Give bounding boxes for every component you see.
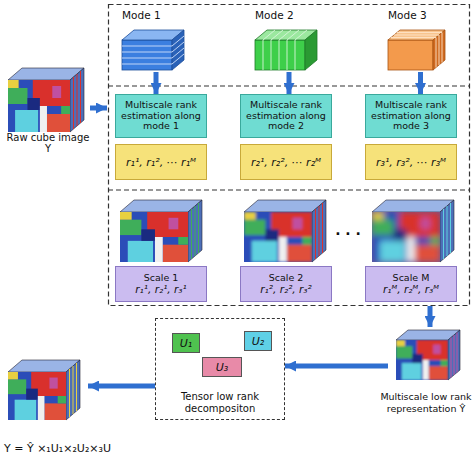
hyperspectral-image [372,212,440,262]
node-label: Scale 1 [144,272,179,284]
node-label: Scale 2 [269,272,304,284]
rank-box: r₂¹, r₂², ⋯ r₂ᴹ [240,144,332,180]
node-label: U₂ [252,335,264,348]
factor-matrix: U₁ [172,333,200,353]
hyperspectral-image [8,80,70,132]
slice-lines [263,30,307,70]
mode-tensor: Mode 2 [251,8,327,72]
ellipsis-label: · · · [330,226,366,242]
flow-arrow [154,72,159,94]
node-label: Multiscale low rank representation Ŷ [378,391,474,414]
image-cube: Y = Ŷ ×₁U₁×₂U₂×₃U [4,352,88,426]
rank-box: r₁¹, r₁², ⋯ r₁ᴹ [115,144,207,180]
spectral-bands [192,203,199,259]
mode-tensor: Mode 3 [384,8,460,72]
spectral-bands [451,333,457,378]
cube-side [66,360,80,420]
process-box: Multiscale rank estimation along mode 1 [115,94,207,138]
slice-lines [122,36,184,64]
spectral-bands [74,71,81,129]
image-cube: Multiscale low rank representation Ŷ [388,318,472,414]
tensor-slab [388,40,433,70]
cube-side [440,200,454,262]
hyperspectral-image [8,372,66,420]
slice-lines [391,33,442,68]
cube-side [188,200,202,262]
node-label: Multiscale rank estimation along mode 3 [368,100,454,133]
node-label: r₁², r₂², r₃² [260,283,312,296]
dashed-divider [108,86,470,190]
image-cube: Raw cube image Y [2,58,94,154]
node-label: Multiscale rank estimation along mode 2 [243,100,329,133]
dashed-group: Tensor low rank decompositon U₁ U₂ U₃ [155,318,285,420]
node-label: r₁¹, r₂¹, r₃¹ [135,283,187,296]
flow-arrow [428,306,433,327]
factor-matrix: U₂ [244,331,272,351]
tensor-slab [305,30,317,70]
scale-box: Scale 2r₁², r₂², r₃² [240,266,332,302]
node-label: Mode 3 [384,8,460,22]
flow-arrow [88,384,155,389]
hyperspectral-image [396,340,448,380]
node-label: U₃ [216,361,228,374]
hyperspectral-image [120,212,188,262]
process-box: Multiscale rank estimation along mode 3 [365,94,457,138]
node-label: Mode 2 [251,8,327,22]
flow-arrow [418,72,423,94]
cube-side [312,200,326,262]
node-label: Mode 1 [118,8,194,22]
spectral-bands [316,203,323,259]
node-label: Multiscale rank estimation along mode 1 [118,100,204,133]
spectral-bands [444,203,451,259]
node-label: r₁¹, r₁², ⋯ r₁ᴹ [126,156,196,169]
node-label: r₁ᴹ, r₂ᴹ, r₃ᴹ [383,283,439,296]
scale-box: Scale 1r₁¹, r₂¹, r₃¹ [115,266,207,302]
tensor-slab [255,40,305,70]
cube-side [70,68,84,132]
node-label: Scale M [393,272,430,284]
mode-tensor: Mode 1 [118,8,194,72]
flow-arrow [90,106,107,111]
node-label: Raw cube image Y [2,132,94,154]
flow-arrow [285,364,388,369]
node-label: r₃¹, r₃², ⋯ r₃ᴹ [376,156,446,169]
flow-arrow [287,72,292,94]
node-label: Y = Ŷ ×₁U₁×₂U₂×₃U [4,442,174,455]
node-label: Tensor low rank decompositon [156,391,284,415]
factor-matrix: U₃ [202,357,242,377]
hyperspectral-image [244,212,312,262]
node-label: U₁ [180,337,192,350]
node-label: r₂¹, r₂², ⋯ r₂ᴹ [251,156,321,169]
process-box: Multiscale rank estimation along mode 2 [240,94,332,138]
spectral-bands [70,363,77,417]
cube-side [448,330,460,380]
tensor-slab [122,40,172,70]
rank-box: r₃¹, r₃², ⋯ r₃ᴹ [365,144,457,180]
scale-box: Scale Mr₁ᴹ, r₂ᴹ, r₃ᴹ [365,266,457,302]
dashed-frame [109,5,470,306]
